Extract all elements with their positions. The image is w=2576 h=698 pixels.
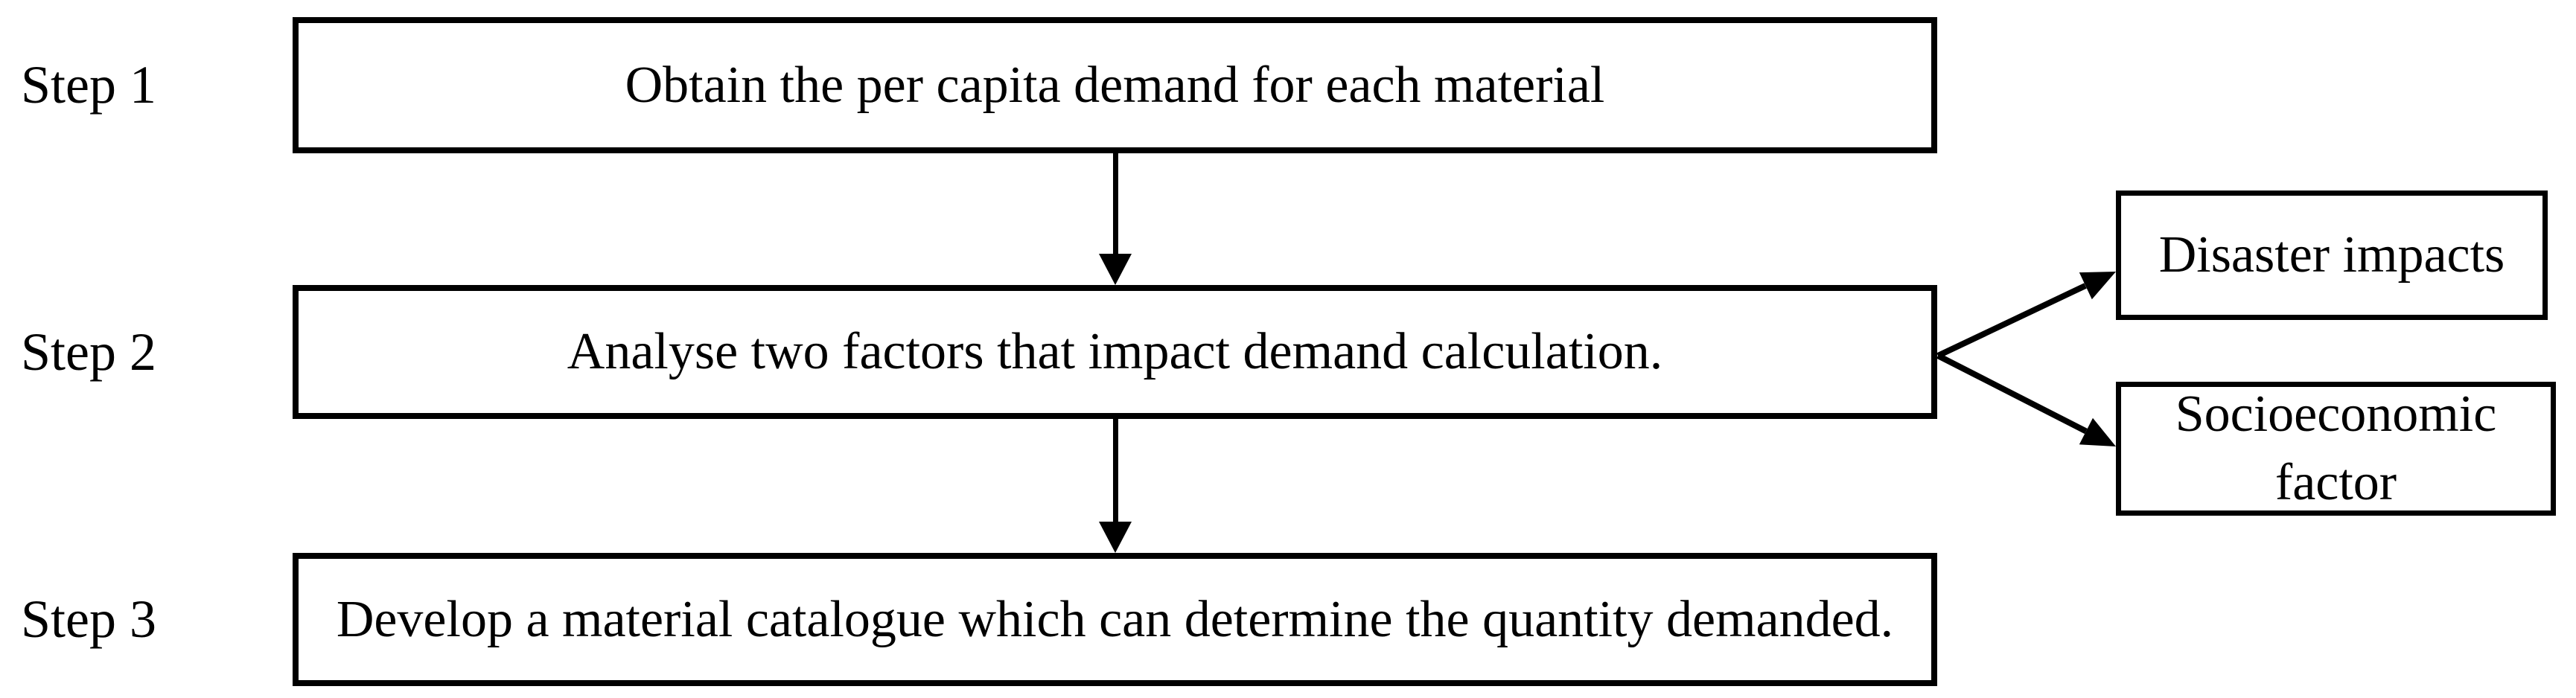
- step-3-box: Develop a material catalogue which can d…: [293, 553, 1937, 686]
- arrow-to-socioeconomic-line: [1936, 353, 2088, 435]
- arrow-to-disaster-head-icon: [2079, 272, 2116, 300]
- disaster-impacts-text: Disaster impacts: [2158, 226, 2505, 284]
- socioeconomic-factor-box: Socioeconomic factor: [2116, 382, 2556, 516]
- arrow-step1-to-step2-head-icon: [1099, 254, 1132, 285]
- step-1-box: Obtain the per capita demand for each ma…: [293, 17, 1937, 153]
- arrow-step1-to-step2-line: [1113, 153, 1118, 255]
- step-2-label: Step 2: [21, 321, 157, 382]
- arrow-step2-to-step3-line: [1113, 419, 1118, 523]
- arrow-to-socioeconomic-head-icon: [2079, 417, 2116, 446]
- step-3-label: Step 3: [21, 589, 157, 649]
- socioeconomic-factor-text: Socioeconomic factor: [2175, 385, 2497, 511]
- step-1-box-text: Obtain the per capita demand for each ma…: [625, 56, 1605, 114]
- arrow-to-disaster-line: [1936, 283, 2087, 359]
- disaster-impacts-box: Disaster impacts: [2116, 190, 2548, 320]
- step-1-label: Step 1: [21, 55, 157, 115]
- step-2-box: Analyse two factors that impact demand c…: [293, 285, 1937, 419]
- arrow-step2-to-step3-head-icon: [1099, 522, 1132, 553]
- branch-arrows-icon: [1936, 272, 2116, 446]
- step-3-box-text: Develop a material catalogue which can d…: [336, 590, 1894, 648]
- step-2-box-text: Analyse two factors that impact demand c…: [567, 323, 1663, 380]
